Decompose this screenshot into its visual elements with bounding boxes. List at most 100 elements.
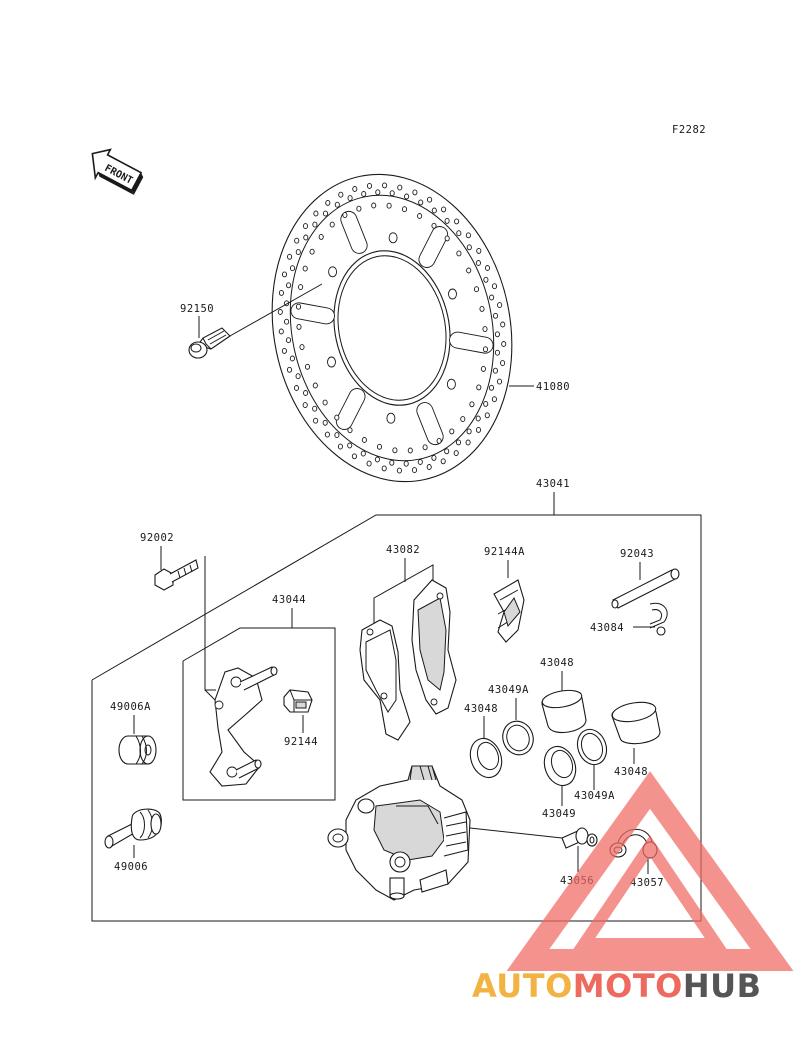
disc-hole [489,294,495,301]
disc-hole [460,416,466,423]
disc-hole [488,384,495,391]
disc-hole [494,349,500,356]
slide-pin [104,808,162,849]
disc-slots [290,210,494,446]
disc-hole [295,373,301,380]
disc-hole [389,459,395,466]
disc-hole [417,459,423,465]
disc-hole [324,431,330,438]
part-number-pad-spring: 92144A [484,546,525,558]
part-number-piston-left: 43048 [540,657,574,669]
disc-hole [389,190,395,197]
part-number-disc: 41080 [536,381,570,393]
part-number-holder-spring: 92144 [284,736,318,748]
bleed-valve [561,827,598,849]
disc-hole [366,460,372,467]
disc-hole [440,458,446,465]
disc-bolt-holes [327,232,457,424]
disc-hole [492,367,498,374]
part-number-holder: 43044 [272,594,306,606]
disc-hole [454,218,460,225]
caliper-assembly-outline [91,514,702,922]
disc-bolt-hole [386,412,396,424]
disc-hole [284,318,290,325]
disc-hole [382,182,388,189]
disc-hole [302,265,308,272]
disc-hole [444,448,450,455]
disc-hole [417,213,423,219]
brake-pad-right [411,579,457,715]
pad-spring [493,579,525,643]
caliper-bolt [154,559,199,591]
disc-hole [496,378,503,385]
disc-hole [347,195,353,202]
disc-hole [386,202,392,209]
disc-hole [426,464,432,470]
disc-hole [278,289,284,296]
disc-hole [476,247,482,254]
disc-hole [318,233,324,240]
disc-hole [309,248,315,255]
disc-hole [287,253,293,260]
caliper-body [327,765,563,901]
disc-hole [492,312,499,319]
part-number-seal-dust-right: 43049A [574,790,615,802]
disc-hole [479,305,485,312]
part-number-cap: 43057 [630,877,664,889]
disc-hole [337,443,343,450]
disc-hole [469,401,475,408]
seal-left [469,737,503,779]
part-number-disc-bolt: 92150 [180,303,214,315]
disc-hole [312,382,318,389]
disc-hole [491,283,498,290]
disc-hole [322,419,328,426]
watermark-text: AUTOMOTOHUB [472,967,762,1005]
disc-hole [281,347,287,354]
holder-group-outline [182,627,336,801]
disc-bolt-hole [448,288,457,300]
disc-hole [465,439,471,446]
disc-hole [286,282,292,289]
disc-hole [298,284,304,291]
part-number-boot: 49006A [110,701,151,713]
disc-hole [427,196,433,203]
seal-right [543,745,577,787]
dust-boot [118,735,157,765]
part-number-seal-right: 43049 [542,808,576,820]
disc-hole [303,390,309,396]
disc-hole [466,428,472,435]
disc-hole [475,426,482,433]
disc-hole [313,417,319,424]
disc-hole [500,321,506,328]
disc-hole [334,414,340,421]
disc-hole [500,360,506,367]
holder-spring [283,689,313,713]
disc-hole [376,443,383,450]
watermark-logo [506,771,794,971]
disc-hole [334,201,340,208]
part-number-pin: 92043 [620,548,654,560]
disc-hole [286,366,293,373]
disc-hole [403,460,409,467]
disc-bolt-hole [446,378,456,390]
disc-hole [295,303,302,310]
disc-hole [322,399,328,406]
disc-hole [431,222,437,229]
brake-pad-left [359,619,411,741]
piston-left [541,689,587,734]
disc-hole [436,437,442,444]
disc-hole [281,271,288,278]
disc-hole [351,453,357,460]
disc-hole [411,467,418,474]
disc-hole [475,415,481,422]
part-number-clip: 43084 [590,622,624,634]
disc-hole [289,265,296,272]
disc-hole [278,328,284,335]
disc-hole [313,210,319,217]
disc-hole [356,205,362,212]
disc-hole [483,400,489,407]
brake-disc [271,173,513,483]
disc-hole [277,309,283,315]
disc-slot [449,331,494,354]
